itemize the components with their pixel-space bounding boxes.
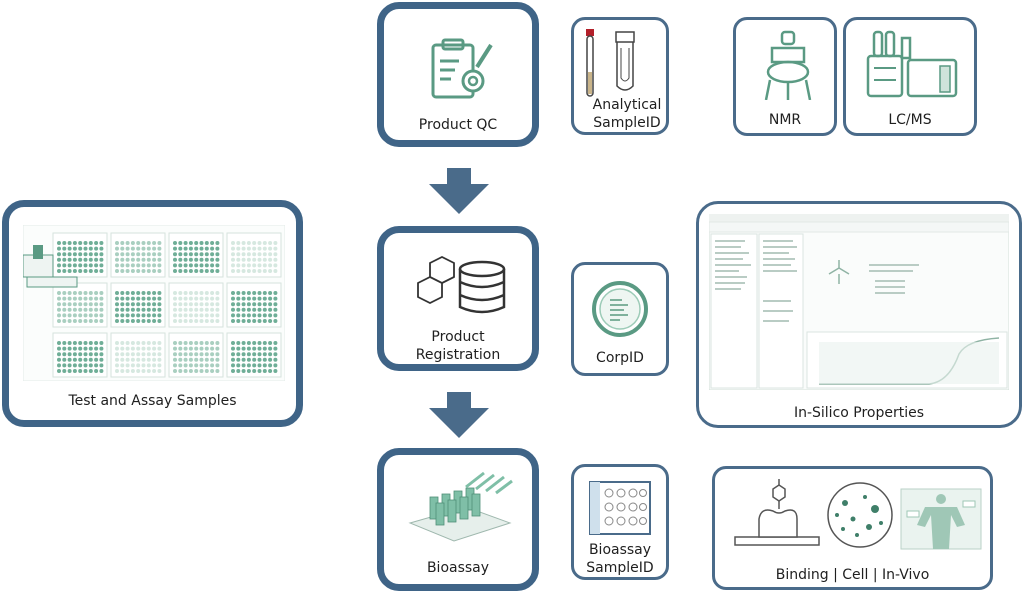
- molecule-database-icon: [417, 255, 506, 314]
- in-silico-properties-node: In-Silico Properties: [696, 201, 1022, 428]
- arrow-down-1: [429, 168, 489, 214]
- nmr-label: NMR: [768, 112, 802, 128]
- arrow-down-2: [429, 392, 489, 438]
- bioassay-label: Bioassay: [426, 560, 490, 576]
- binding-cell-invivo-node: Binding | Cell | In-Vivo: [712, 466, 993, 590]
- corp-id-label: CorpID: [596, 350, 644, 366]
- in-silico-label: In-Silico Properties: [793, 405, 925, 421]
- product-registration-label: Product Registration: [384, 328, 532, 364]
- product-qc-node: Product QC: [377, 2, 539, 147]
- software-screenshot-icon: [709, 214, 1009, 390]
- bioassay-sample-label-line1: Bioassay: [588, 542, 652, 558]
- registration-label-line2: Registration: [415, 347, 501, 363]
- test-assay-label: Test and Assay Samples: [68, 393, 237, 409]
- binding-cell-invivo-label: Binding | Cell | In-Vivo: [775, 567, 930, 583]
- lcms-node: LC/MS: [843, 17, 977, 136]
- test-assay-samples-node: Test and Assay Samples: [2, 200, 303, 427]
- lcms-instrument-icon: [866, 30, 958, 98]
- bioassay-node: Bioassay: [377, 448, 539, 591]
- analytical-label-line1: Analytical: [592, 97, 662, 113]
- analytical-sample-id-label: Analytical SampleID: [588, 96, 666, 132]
- nmr-node: NMR: [733, 17, 837, 136]
- bioassay-sample-id-node: Bioassay SampleID: [571, 464, 669, 580]
- sample-tube-icon: [586, 29, 635, 97]
- bioassay-sample-id-label: Bioassay SampleID: [574, 541, 666, 577]
- lcms-label: LC/MS: [888, 112, 932, 128]
- binding-cell-body-icon: [734, 479, 982, 550]
- analytical-label-line2: SampleID: [593, 115, 661, 131]
- product-qc-label: Product QC: [418, 117, 498, 133]
- corp-id-badge-icon: [592, 281, 648, 337]
- product-registration-node: Product Registration: [377, 226, 539, 371]
- registration-label-line1: Product: [431, 329, 485, 345]
- nmr-instrument-icon: [764, 30, 812, 100]
- bioassay-sample-label-line2: SampleID: [586, 560, 654, 576]
- corp-id-node: CorpID: [571, 262, 669, 376]
- pipette-plate-icon: [408, 471, 513, 542]
- analytical-sample-id-node: Analytical SampleID: [571, 17, 669, 135]
- sample-plate-icon: [589, 481, 651, 535]
- well-plates-icon: [23, 225, 285, 381]
- clipboard-gear-icon: [431, 38, 493, 99]
